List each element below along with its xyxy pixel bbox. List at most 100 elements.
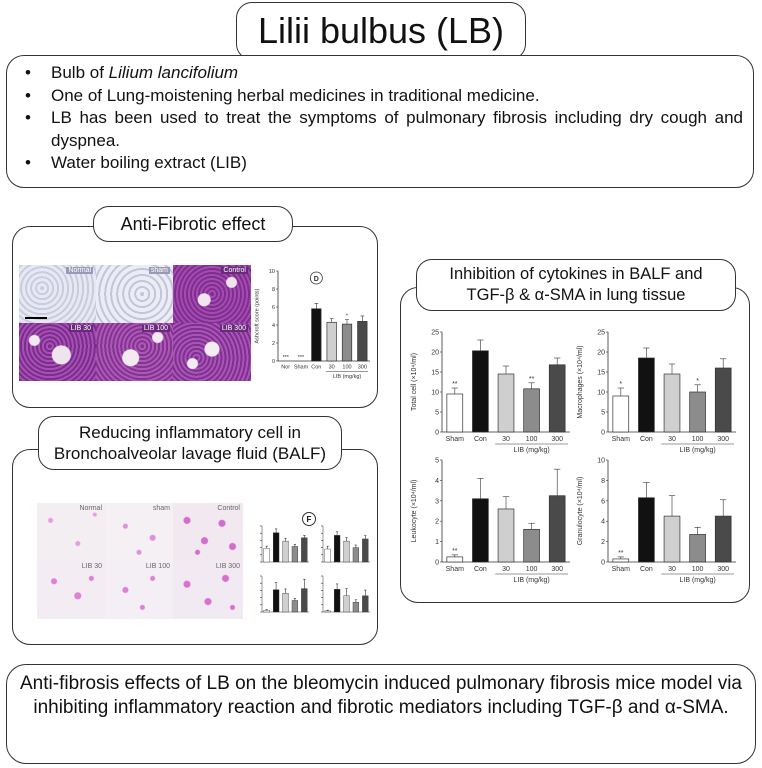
histology-label: Normal <box>66 267 93 274</box>
y-tick-label: 4 <box>272 323 275 329</box>
x-tick-label: Con <box>474 566 487 573</box>
bar-con <box>333 589 341 613</box>
mini-chart-leukocyte <box>260 575 309 613</box>
x-tick-label: 300 <box>717 436 729 443</box>
intro-bullet-box: •Bulb of Lilium lancifolium •One of Lung… <box>6 55 754 188</box>
conclusion-box: Anti-fibrosis effects of LB on the bleom… <box>6 664 756 764</box>
bullet-icon: • <box>25 85 31 105</box>
x-tick-label: 300 <box>551 436 563 443</box>
significance-mark: * <box>619 381 622 388</box>
y-tick-label: 6 <box>272 305 275 311</box>
histology-label: sham <box>148 267 170 274</box>
balf-normal: Normal <box>37 503 105 561</box>
x-tick-label: 30 <box>329 365 335 371</box>
y-axis-label: Leukocyte (×10⁴/ml) <box>411 480 418 543</box>
bar-300 <box>548 364 566 433</box>
x-tick-label: 100 <box>526 566 538 573</box>
histology-label: LIB 30 <box>68 325 93 332</box>
intro-bullet-list: •Bulb of Lilium lancifolium •One of Lung… <box>19 62 743 175</box>
y-tick-label: 25 <box>431 329 439 336</box>
balf-label: LIB 30 <box>81 563 102 570</box>
balf-image-grid: Normal sham Control LIB 30 LIB 100 LIB 3… <box>37 503 243 619</box>
x-tick-label: Sham <box>446 436 464 443</box>
x-axis-label: LIB (mg/kg) <box>514 577 550 584</box>
y-tick-label: 0 <box>435 429 439 436</box>
histology-lib30: LIB 30 <box>19 323 96 381</box>
histology-label: LIB 300 <box>219 325 248 332</box>
significance-mark: ** <box>452 381 458 388</box>
x-tick-label: Sham <box>612 436 630 443</box>
histology-label: LIB 100 <box>141 325 170 332</box>
bar-sham <box>324 610 331 613</box>
significance-mark: * <box>346 314 349 320</box>
y-tick-label: 0 <box>435 559 439 566</box>
y-tick-label: 4 <box>601 519 605 526</box>
y-tick-label: 2 <box>272 341 275 347</box>
x-tick-label: 300 <box>717 566 729 573</box>
bullet-item: •LB has been used to treat the symptoms … <box>19 107 743 152</box>
bullet-icon: • <box>25 108 31 127</box>
bar-con <box>311 308 322 362</box>
bar-30 <box>497 373 515 433</box>
bar-100 <box>352 602 360 613</box>
y-axis-label: Total cell (×10⁴/ml) <box>411 353 418 411</box>
bar-100 <box>291 546 299 563</box>
x-tick-label: Sham <box>294 365 309 371</box>
bar-con <box>333 535 341 563</box>
x-tick-label: 100 <box>692 566 704 573</box>
bar-300 <box>357 321 368 362</box>
y-tick-label: 0 <box>601 429 605 436</box>
balf-sham: sham <box>105 503 173 561</box>
balf-label: Control <box>217 505 240 512</box>
y-tick-label: 5 <box>435 457 439 464</box>
x-axis-label: LIB (mg/kg) <box>680 577 716 584</box>
bar-30 <box>343 595 350 613</box>
bar-sham <box>263 610 270 613</box>
x-tick-label: Con <box>474 436 487 443</box>
x-tick-label: Con <box>640 436 653 443</box>
y-tick-label: 8 <box>601 478 605 485</box>
bar-sham <box>263 548 270 563</box>
y-tick-label: 10 <box>431 389 439 396</box>
histology-sham: sham <box>96 265 173 323</box>
balf-title: Reducing inflammatory cell in Bronchoalv… <box>38 416 342 470</box>
y-axis-label: Macrophages (×10⁴/ml) <box>577 345 584 418</box>
bar-300 <box>301 588 308 613</box>
histology-control: Control <box>173 265 251 323</box>
balf-label: sham <box>152 505 170 512</box>
bar-con <box>638 357 655 433</box>
y-tick-label: 15 <box>597 369 605 376</box>
histology-label: Control <box>221 267 248 274</box>
bar-100 <box>689 391 706 433</box>
y-tick-label: 3 <box>435 498 439 505</box>
cytokine-title: Inhibition of cytokines in BALF and TGF-… <box>416 259 736 311</box>
species-name: Lilium lancifolium <box>108 63 239 82</box>
y-tick-label: 8 <box>272 287 275 293</box>
bar-300 <box>301 537 308 563</box>
scale-bar <box>25 317 47 319</box>
bar-sham <box>446 556 464 563</box>
page-title: Lilii bulbus (LB) <box>236 2 526 60</box>
x-tick-label: 100 <box>526 436 538 443</box>
balf-lib100: LIB 100 <box>105 561 173 619</box>
bar-100 <box>352 547 360 563</box>
bar-con <box>472 350 489 433</box>
balf-mini-charts <box>250 512 372 622</box>
histology-normal: Normal <box>19 265 96 323</box>
bullet-item: •Bulb of Lilium lancifolium <box>19 62 743 85</box>
bar-sham <box>324 548 331 563</box>
bar-300 <box>362 538 369 563</box>
x-axis-label: LIB (mg/kg) <box>680 447 716 454</box>
y-tick-label: 10 <box>597 457 605 464</box>
bullet-item: •Water boiling extract (LIB) <box>19 152 743 175</box>
significance-mark: *** <box>298 355 305 361</box>
significance-mark: *** <box>282 355 289 361</box>
y-tick-label: 4 <box>435 478 439 485</box>
mini-chart-total-cell <box>260 525 309 563</box>
bar-300 <box>714 515 732 563</box>
y-tick-label: 25 <box>597 329 605 336</box>
significance-mark: ** <box>452 548 458 555</box>
